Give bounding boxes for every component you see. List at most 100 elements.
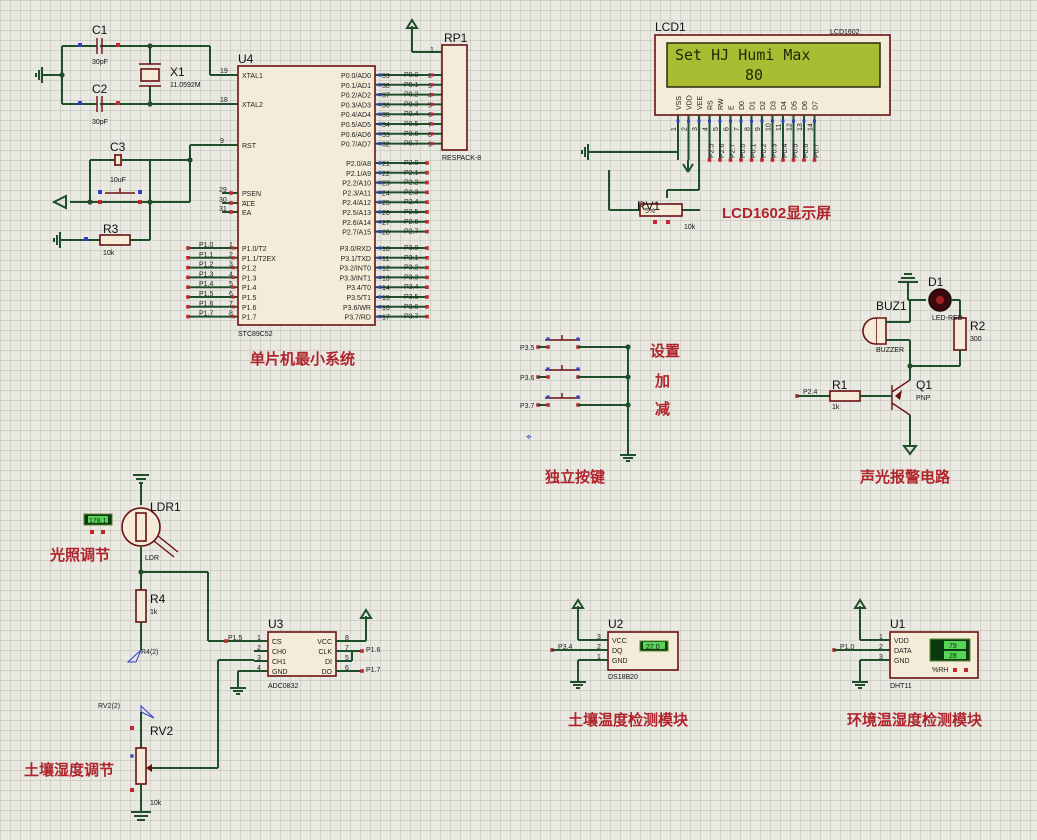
pin-number: 25 xyxy=(382,200,390,207)
u3-part: ADC0832 xyxy=(268,683,298,690)
r4-value: 1k xyxy=(150,609,158,616)
r2-ref: R2 xyxy=(970,319,986,333)
pin-name: P2.3/A11 xyxy=(343,190,371,197)
pin-name: EA xyxy=(242,210,252,217)
key-sub-button[interactable] xyxy=(545,393,580,407)
power-icon xyxy=(571,598,585,620)
lcd-title: LCD1602显示屏 xyxy=(722,205,831,222)
net-label: P0.7 xyxy=(814,143,821,158)
pin-name: DI xyxy=(325,659,332,666)
c3-ref: C3 xyxy=(110,140,126,154)
pin-number: 38 xyxy=(382,83,390,90)
pin-number: 30 xyxy=(219,197,227,204)
rp1-part: RESPACK-8 xyxy=(442,155,481,162)
u4-chip[interactable] xyxy=(237,65,376,326)
u1-ref: U1 xyxy=(890,617,906,631)
pin-name: P2.4/A12 xyxy=(342,200,371,207)
c1-ref: C1 xyxy=(92,23,108,37)
net-label: P2.6 xyxy=(719,143,726,158)
pin-number: 3 xyxy=(692,127,699,131)
net-label: P0.4 xyxy=(404,111,419,118)
pin-name: CH1 xyxy=(272,659,286,666)
pin-number: 6 xyxy=(428,112,432,119)
net-label: P0.6 xyxy=(803,143,810,158)
pin-number: 5 xyxy=(428,102,432,109)
pin-number: 3 xyxy=(257,655,261,662)
pin-number: 6 xyxy=(229,291,233,298)
pin-number: 2 xyxy=(597,644,601,651)
rp1-ref: RP1 xyxy=(444,31,468,45)
c1-value: 30pF xyxy=(92,59,108,66)
pin-number: 2 xyxy=(428,73,432,80)
key-set-button[interactable] xyxy=(545,335,580,349)
pin-name: RS xyxy=(708,100,715,110)
pin-name: RST xyxy=(242,143,257,150)
r2-value: 300 xyxy=(970,336,982,343)
u4-part: STC89C52 xyxy=(238,331,273,338)
pin-name: P0.7/AD7 xyxy=(341,142,371,149)
pin-name: P2.6/A14 xyxy=(342,220,371,227)
pin-name: P3.1/TXD xyxy=(341,256,371,263)
pin-name: ALE xyxy=(242,201,256,208)
ground-icon xyxy=(230,680,246,695)
rp1-respack[interactable] xyxy=(441,44,468,151)
pin-number: 35 xyxy=(382,112,390,119)
key-label-sub: 减 xyxy=(655,400,670,418)
ldr1-part: LDR xyxy=(145,555,159,562)
alarm-title: 声光报警电路 xyxy=(859,468,951,486)
pin-name: D5 xyxy=(792,101,799,110)
pin-name: P0.3/AD3 xyxy=(341,102,371,109)
pin-number: 7 xyxy=(734,127,741,131)
net-label: P1.6 xyxy=(199,301,214,308)
net-label: P0.1 xyxy=(404,82,419,89)
c2-value: 30pF xyxy=(92,119,108,126)
power-icon xyxy=(359,608,373,630)
pin-number: 2 xyxy=(229,252,233,259)
lcd-screen xyxy=(666,42,881,88)
pin-name: P0.4/AD4 xyxy=(341,112,371,119)
u3-adc0832[interactable] xyxy=(267,631,337,677)
pin-name: CLK xyxy=(318,649,332,656)
pin-name: P1.0/T2 xyxy=(242,246,267,253)
net-label: P0.3 xyxy=(772,143,779,158)
pin-name: P3.7/RD xyxy=(345,315,371,322)
power-arrow-icon xyxy=(51,194,67,210)
u2-ref: U2 xyxy=(608,617,624,631)
net-label: P0.5 xyxy=(793,143,800,158)
r1-value: 1k xyxy=(832,404,840,411)
net-label: P2.6 xyxy=(404,219,419,226)
net-label: P1.0 xyxy=(199,242,214,249)
pin-number: 10 xyxy=(382,246,390,253)
alarm-section: D1LED-REDR2300BUZ1BUZZERQ1PNPP2.4R11k声光报… xyxy=(795,273,986,486)
key-add-button[interactable] xyxy=(545,365,580,379)
r3-ref: R3 xyxy=(103,222,119,236)
pin-name: P0.2/AD2 xyxy=(341,93,371,100)
pin-name: VSS xyxy=(676,96,683,110)
q1-part: PNP xyxy=(916,395,931,402)
pin-number: 39 xyxy=(382,73,390,80)
pin-name: P0.0/AD0 xyxy=(341,73,371,80)
x1-ref: X1 xyxy=(170,65,185,79)
pin-name: DATA xyxy=(894,648,912,655)
pin-number: 34 xyxy=(382,122,390,129)
net-label: P0.1 xyxy=(751,143,758,158)
pin-number: 29 xyxy=(219,187,227,194)
buzzer-icon xyxy=(862,317,887,345)
net-label: P2.0 xyxy=(404,160,419,167)
rv2-value: 10k xyxy=(150,800,162,807)
ldr-reading: 178.1 xyxy=(89,518,107,525)
pin-number: 1 xyxy=(879,634,883,641)
pin-number: 18 xyxy=(220,97,228,104)
net-label: P3.6 xyxy=(404,304,419,311)
net-label: P0.2 xyxy=(761,143,768,158)
pin-name: P0.5/AD5 xyxy=(341,122,371,129)
u1-humidity: 28 xyxy=(949,653,957,660)
net-label: P1.7 xyxy=(199,311,214,318)
lcd1-ref: LCD1 xyxy=(655,20,686,34)
pin-number: 13 xyxy=(797,123,804,131)
pin-name: P2.1/A9 xyxy=(346,171,371,178)
rv1-ref: RV1 xyxy=(637,199,660,213)
pin-number: 8 xyxy=(229,311,233,318)
